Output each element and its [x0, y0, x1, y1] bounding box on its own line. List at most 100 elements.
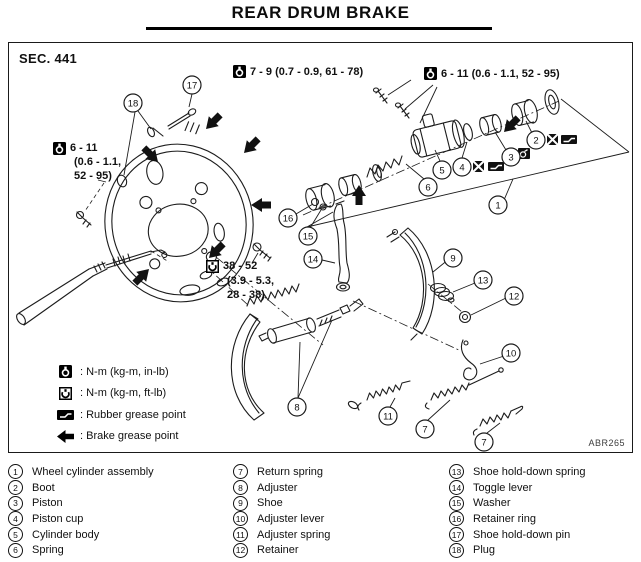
toggle-lever: [333, 200, 351, 292]
callout-11: 11: [378, 406, 398, 426]
legend-torque-ftlb: : N-m (kg-m, ft-lb): [55, 386, 186, 400]
svg-text:14: 14: [308, 255, 319, 266]
legend-brake-grease: : Brake grease point: [55, 429, 186, 443]
boot-right: [511, 99, 538, 126]
cross-icon: [546, 133, 559, 146]
title-underline: [146, 27, 492, 30]
hold-down-pin: [167, 108, 197, 130]
torque-inlb-icon: [233, 65, 246, 78]
return-spring-a: [424, 367, 504, 410]
svg-text:9: 9: [450, 254, 455, 265]
diagram-frame: SEC. 441: [8, 42, 633, 453]
callout-7a: 7: [415, 419, 435, 439]
callout-15: 15: [298, 226, 318, 246]
callout-16: 16: [278, 208, 298, 228]
callout-8: 8: [287, 397, 307, 417]
svg-text:8: 8: [294, 403, 299, 414]
svg-text:10: 10: [506, 349, 517, 360]
torque-ftlb-icon: [206, 260, 219, 273]
torque-spec-center: 38 - 52 (3.9 - 5.3, 28 - 38): [206, 259, 274, 302]
torque-inlb-icon: [424, 67, 437, 80]
cylinder-body: [410, 113, 465, 158]
retainer-part: [458, 310, 472, 324]
brake-shoe-right: [386, 227, 435, 341]
piston-cup-right: [463, 123, 473, 141]
spec-bracket: [97, 179, 107, 183]
torque-inlb-icon: [53, 141, 66, 155]
callout-17: 17: [182, 75, 202, 95]
piston-cup-left: [372, 164, 382, 182]
adjuster-spring-part: [347, 380, 411, 411]
callout-18: 18: [123, 93, 143, 113]
svg-text:3: 3: [508, 153, 513, 164]
callout-3: 3: [501, 147, 521, 167]
section-label: SEC. 441: [19, 51, 78, 66]
svg-text:7: 7: [422, 425, 427, 436]
legend: : N-m (kg-m, in-lb) : N-m (kg-m, ft-lb) …: [55, 365, 186, 451]
center-lines: [210, 256, 463, 352]
group-outline: [306, 98, 630, 228]
adjuster-lever-part: [460, 339, 478, 381]
page-title: REAR DRUM BRAKE: [231, 3, 410, 22]
callout-4: 4: [452, 157, 472, 177]
torque-ftlb-icon: [55, 386, 75, 400]
torque-spec-left: 6 - 11 (0.6 - 1.1, 52 - 95): [53, 141, 121, 183]
callout-9: 9: [443, 248, 463, 268]
plug-parts: [116, 126, 164, 188]
callout-13: 13: [473, 270, 493, 290]
callout-2: 2: [526, 130, 546, 150]
callout-1: 1: [488, 195, 508, 215]
adjuster-part: [258, 298, 364, 344]
construction-dashes: [84, 182, 170, 263]
svg-text:15: 15: [303, 232, 314, 243]
grease-can-icon: [518, 148, 530, 159]
callout-10: 10: [501, 343, 521, 363]
exploded-diagram: 1 2 3 4 5 6 7 7 8 9 10 11 12 13 14 15 16…: [16, 75, 630, 452]
end-cap-right: [544, 89, 560, 115]
figure-code: ABR265: [588, 438, 625, 448]
torque-spec-top: 7 - 9 (0.7 - 0.9, 61 - 78): [233, 65, 363, 78]
center-spring: [246, 283, 300, 307]
svg-text:4: 4: [459, 163, 464, 174]
svg-text:16: 16: [283, 214, 294, 225]
callout-14: 14: [303, 249, 323, 269]
rubber-grease-icon: [561, 135, 577, 144]
spec-leader-lines: [251, 79, 438, 264]
return-spring-b: [472, 405, 524, 436]
svg-text:5: 5: [439, 166, 444, 177]
svg-text:6: 6: [425, 183, 430, 194]
washer-part: [310, 197, 320, 207]
torque-inlb-icon: [55, 365, 75, 378]
bleeder-screw: [372, 87, 388, 104]
svg-text:13: 13: [478, 276, 489, 287]
rubber-grease-icon: [55, 409, 75, 420]
callout-12: 12: [504, 286, 524, 306]
piston-right: [479, 113, 502, 136]
legend-torque-inlb: : N-m (kg-m, in-lb): [55, 365, 186, 378]
brake-shoe-left: [230, 313, 265, 421]
brake-grease-arrow-icon: [55, 429, 75, 443]
svg-text:7: 7: [481, 438, 486, 449]
svg-text:11: 11: [383, 412, 393, 423]
torque-spec-top-right: 6 - 11 (0.6 - 1.1, 52 - 95): [424, 67, 560, 80]
svg-text:1: 1: [495, 201, 500, 212]
rubber-grease-icon: [488, 162, 504, 171]
